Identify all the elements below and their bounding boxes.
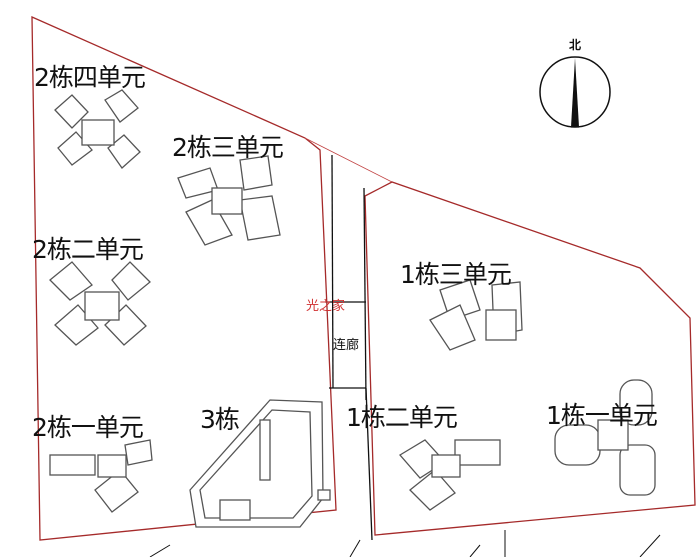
building-1-unit-1 — [554, 379, 656, 496]
label-building-1-unit-3: 1栋三单元 — [400, 260, 512, 289]
label-building-2-unit-1: 2栋一单元 — [32, 413, 144, 442]
road-stubs — [149, 530, 661, 557]
building-2-unit-1 — [49, 439, 153, 513]
boundary-extension — [304, 137, 393, 183]
label-building-2-unit-4: 2栋四单元 — [34, 63, 146, 92]
parcel-2-boundary — [31, 15, 337, 541]
building-1-unit-3 — [429, 279, 523, 351]
building-2-unit-3 — [177, 155, 281, 246]
building-2-unit-2 — [49, 261, 151, 346]
label-building-3: 3栋 — [200, 405, 240, 434]
label-building-1-unit-2: 1栋二单元 — [346, 403, 458, 432]
north-label: 北 — [569, 38, 582, 52]
watermark: 光之家 — [306, 299, 346, 314]
label-building-1-unit-1: 1栋一单元 — [546, 401, 658, 430]
label-building-2-unit-3: 2栋三单元 — [172, 133, 284, 162]
corridor-lines — [325, 154, 373, 541]
label-building-2-unit-2: 2栋二单元 — [32, 235, 144, 264]
north-arrow-icon — [539, 56, 611, 128]
building-1-unit-2 — [399, 439, 501, 511]
label-corridor: 连廊 — [333, 338, 360, 353]
parcel-1-boundary — [364, 181, 696, 536]
building-3 — [189, 399, 331, 528]
building-2-unit-4 — [54, 89, 141, 169]
